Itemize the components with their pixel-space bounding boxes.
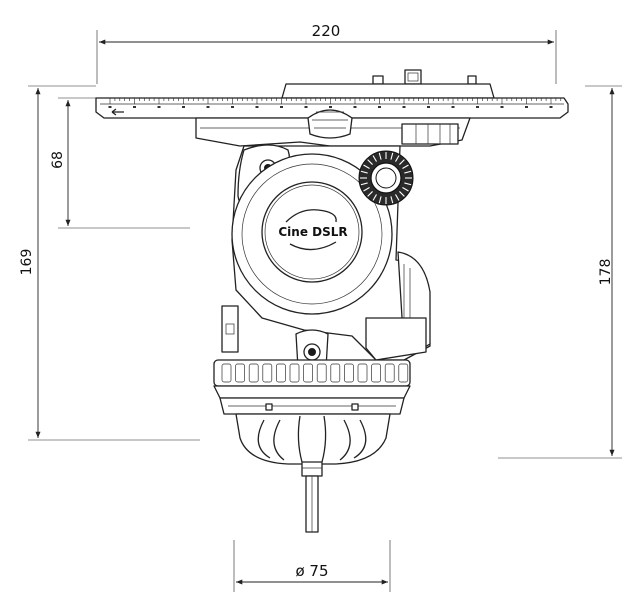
dimension-label-220: 220 bbox=[312, 22, 341, 40]
scale-mark bbox=[133, 106, 136, 108]
plate-scale-ticks bbox=[108, 98, 562, 108]
scale-mark bbox=[476, 106, 479, 108]
scale-mark bbox=[231, 106, 234, 108]
dimension-label-68: 68 bbox=[50, 151, 66, 169]
scale-mark bbox=[304, 106, 308, 108]
base-ring bbox=[213, 359, 411, 415]
knob-rib bbox=[395, 155, 400, 162]
scale-mark bbox=[353, 106, 357, 108]
scale-mark bbox=[206, 106, 210, 108]
knob-rib bbox=[367, 191, 373, 197]
dimension-label-169: 169 bbox=[19, 249, 35, 276]
ring-rib bbox=[303, 363, 313, 383]
knob-rib bbox=[404, 170, 412, 174]
base-ring-ribs bbox=[221, 363, 409, 383]
scale-mark bbox=[427, 106, 430, 108]
scale-mark bbox=[108, 106, 112, 108]
knob-rib bbox=[399, 191, 405, 197]
ring-rib bbox=[398, 363, 409, 383]
knob-rib bbox=[360, 182, 368, 186]
knob-rib bbox=[390, 152, 394, 160]
ring-rib bbox=[371, 363, 381, 383]
scale-mark bbox=[549, 106, 553, 108]
dimension-diameter-75: ø 75 bbox=[233, 540, 391, 592]
ring-rib bbox=[248, 363, 259, 383]
ring-rib bbox=[235, 363, 245, 383]
logo-text: Cine DSLR bbox=[278, 225, 347, 239]
knob-rib bbox=[378, 152, 382, 160]
drag-knob bbox=[358, 150, 414, 206]
dimension-height-68: 68 bbox=[50, 97, 190, 229]
ring-rib bbox=[330, 363, 341, 383]
dimension-label-diameter: ø 75 bbox=[295, 562, 328, 580]
knob-rib bbox=[367, 159, 373, 165]
knob-rib bbox=[372, 194, 377, 201]
knob-rib bbox=[360, 170, 368, 174]
ring-rib bbox=[384, 363, 395, 383]
knob-rib bbox=[402, 164, 409, 169]
scale-mark bbox=[378, 106, 381, 108]
dimension-height-169: 169 bbox=[19, 85, 200, 441]
dimension-width-220: 220 bbox=[96, 22, 557, 84]
knob-rib bbox=[399, 159, 405, 165]
knob-rib bbox=[378, 196, 382, 204]
ring-rib bbox=[276, 363, 286, 383]
scale-mark bbox=[255, 106, 259, 108]
scale-mark bbox=[280, 106, 283, 108]
dimension-label-178: 178 bbox=[598, 259, 614, 286]
ring-rib bbox=[262, 363, 273, 383]
ring-rib bbox=[289, 363, 300, 383]
knob-rib bbox=[363, 164, 370, 169]
scale-mark bbox=[182, 106, 185, 108]
drag-knob-ribs bbox=[360, 152, 412, 204]
knob-rib bbox=[390, 196, 394, 204]
half-ball-bowl bbox=[235, 413, 391, 465]
scale-mark bbox=[500, 106, 504, 108]
scale-mark bbox=[451, 106, 455, 108]
knob-rib bbox=[402, 187, 409, 192]
ring-rib bbox=[316, 363, 327, 383]
ring-rib bbox=[344, 363, 354, 383]
mounting-screw bbox=[301, 461, 323, 533]
knob-rib bbox=[363, 187, 370, 192]
head-main-body: Cine DSLR bbox=[221, 144, 431, 361]
knob-rib bbox=[404, 182, 412, 186]
camera-plate bbox=[95, 69, 569, 119]
scale-mark bbox=[157, 106, 161, 108]
head-upper-body bbox=[195, 109, 471, 147]
dimension-height-178: 178 bbox=[498, 85, 622, 459]
scale-mark bbox=[329, 106, 332, 108]
scale-mark bbox=[525, 106, 528, 108]
knob-rib bbox=[372, 155, 377, 162]
ring-rib bbox=[221, 363, 232, 383]
knob-rib bbox=[395, 194, 400, 201]
ring-rib bbox=[357, 363, 368, 383]
scale-mark bbox=[402, 106, 406, 108]
